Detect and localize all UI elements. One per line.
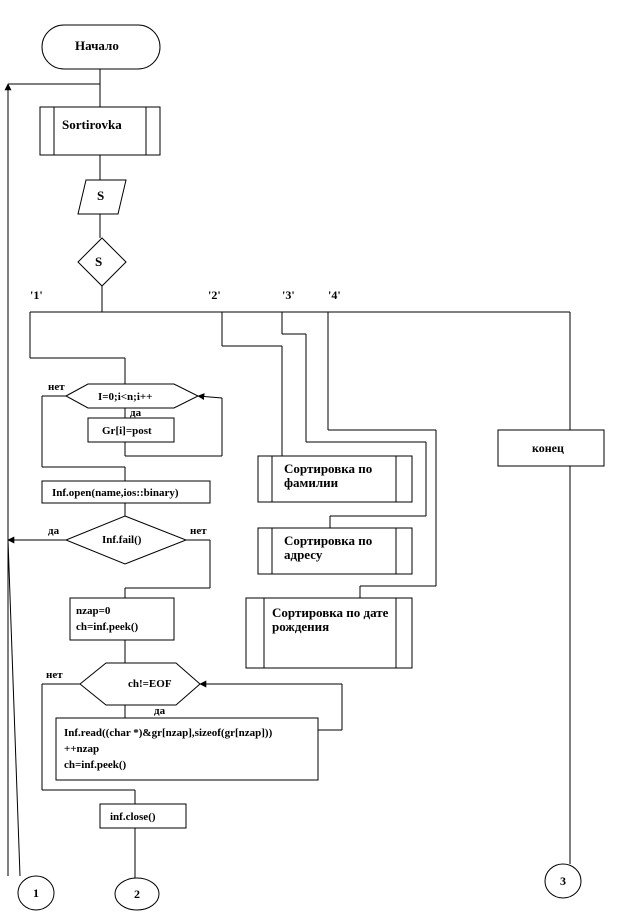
eof-label: ch!=EOF — [128, 678, 172, 690]
input-parallelogram — [77, 179, 127, 215]
init-box — [69, 597, 175, 641]
read-box — [55, 717, 319, 781]
start-label: Начало — [75, 38, 119, 53]
read-line-3: ch=inf.peek() — [64, 759, 127, 771]
for-loop-label: I=0;i<n;i++ — [98, 391, 153, 403]
input-s-label: S — [97, 188, 105, 203]
connector-3 — [544, 863, 582, 899]
fail-label: Inf.fail() — [102, 534, 142, 546]
fail-diamond — [64, 515, 188, 565]
case-4-label: '4' — [328, 288, 341, 302]
sort-address-box — [257, 527, 413, 575]
open-label: Inf.open(name,ios::binary) — [52, 487, 179, 499]
start-terminator — [41, 24, 161, 70]
close-label: inf.close() — [110, 811, 156, 823]
init-line-2: ch=inf.peek() — [76, 621, 139, 633]
sort-birth-label: Сортировка по дате рождения — [272, 605, 389, 634]
connector-2 — [114, 877, 160, 911]
sort-surname-label: Сортировка по фамилии — [284, 461, 373, 490]
case-1-label: '1' — [30, 288, 43, 302]
assign-label: Gr[i]=post — [102, 425, 152, 437]
read-line-1: Inf.read((char *)&gr[nzap],sizeof(gr[nza… — [64, 727, 273, 739]
connector-1-label: 1 — [33, 886, 39, 900]
end-box — [497, 429, 605, 467]
end-label: конец — [532, 441, 564, 455]
close-box — [99, 803, 187, 829]
connector-2-label: 2 — [134, 887, 140, 901]
case-2-label: '2' — [208, 288, 221, 302]
read-line-2: ++nzap — [64, 743, 100, 755]
connector-3-label: 3 — [560, 874, 566, 888]
sort-address-label: Сортировка по адресу — [284, 533, 373, 562]
no-label-fail: нет — [190, 525, 207, 537]
sort-birth-box — [245, 597, 413, 669]
sortirovka-process — [39, 106, 161, 156]
yes-label-fail: да — [48, 525, 60, 537]
init-line-1: nzap=0 — [76, 605, 111, 617]
switch-s-label: S — [95, 254, 103, 269]
assign-box — [87, 417, 175, 443]
sort-surname-box — [257, 455, 413, 503]
yes-label-eof: да — [154, 705, 166, 717]
yes-label-for: да — [130, 407, 142, 419]
no-label-for: нет — [48, 381, 65, 393]
case-3-label: '3' — [282, 288, 295, 302]
open-box — [41, 480, 211, 504]
sortirovka-label: Sortirovka — [62, 117, 122, 132]
no-label-eof: нет — [46, 669, 63, 681]
connector-1 — [17, 875, 55, 911]
